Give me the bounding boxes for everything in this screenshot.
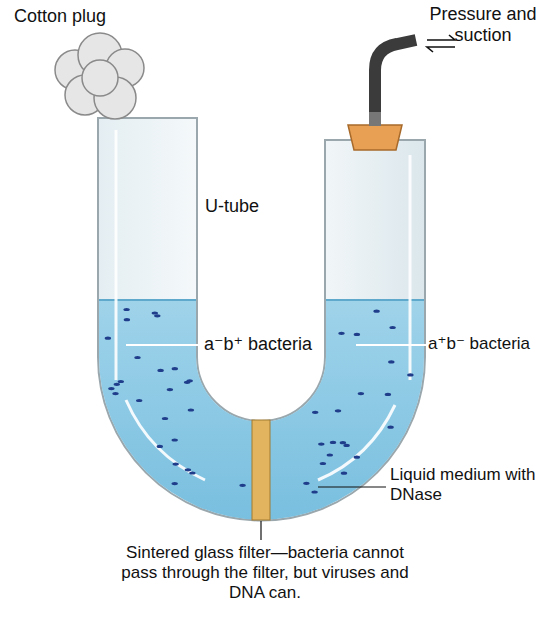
liquid-surface (99, 299, 196, 301)
bacterium (105, 337, 111, 340)
bacterium (154, 314, 160, 317)
bacterium (157, 445, 163, 448)
bacterium (340, 441, 346, 444)
bacterium (172, 482, 178, 485)
bacterium (320, 462, 326, 465)
pressure-suction-arrows (427, 35, 455, 52)
bacterium (335, 409, 341, 412)
part-label: Cotton plug (14, 6, 154, 27)
bacterium (134, 356, 140, 359)
bacterium (354, 333, 360, 336)
bacteria-dots (105, 308, 414, 494)
bacterium (330, 441, 336, 444)
bacterium (407, 373, 413, 376)
cotton-plug (55, 33, 144, 119)
caption-note: Sintered glass filter—bacteria cannot pa… (115, 543, 415, 603)
bacterium (189, 471, 195, 474)
sintered-glass-filter (252, 420, 270, 520)
leader-lines (126, 345, 427, 540)
bacterium (108, 387, 114, 390)
bacterium (172, 367, 178, 370)
bacterium (389, 326, 395, 329)
part-label: Pressure and suction (428, 4, 538, 46)
bacterium (385, 393, 391, 396)
bacterium (188, 408, 194, 411)
bacterium (318, 443, 324, 446)
hose (375, 40, 416, 125)
rubber-stopper (348, 125, 402, 150)
bacterium (157, 369, 163, 372)
bacterium (343, 444, 349, 447)
glass-tube (98, 118, 425, 521)
bacterium (387, 426, 393, 429)
bacterium (327, 453, 333, 456)
bacterium (311, 490, 317, 493)
bacterium (118, 380, 124, 383)
part-label: a⁻b⁺ bacteria (204, 334, 322, 355)
bacterium (173, 463, 179, 466)
glass-highlight (115, 130, 118, 380)
part-label: a⁺b⁻ bacteria (428, 334, 548, 354)
part-label: Liquid medium with DNase (390, 465, 540, 505)
bacterium (388, 360, 394, 363)
bacterium (123, 308, 129, 311)
glass-highlight (409, 155, 412, 380)
glass-highlight (318, 405, 395, 480)
liquid-medium (99, 300, 424, 520)
bacterium (124, 318, 130, 321)
bacterium (172, 438, 178, 441)
glass-highlight (126, 400, 205, 480)
bacterium (303, 482, 309, 485)
bacterium (112, 392, 118, 395)
bacterium (239, 484, 245, 487)
bacterium (152, 311, 158, 314)
bacterium (341, 472, 347, 475)
bacterium (185, 468, 191, 471)
bacterium (373, 310, 379, 313)
bacterium (162, 417, 168, 420)
bacterium (114, 383, 120, 386)
bacterium (136, 399, 142, 402)
bacterium (167, 388, 173, 391)
bacterium (312, 411, 318, 414)
part-label: U-tube (205, 196, 305, 217)
bacterium (354, 456, 360, 459)
bacterium (187, 379, 193, 382)
bacterium (338, 332, 344, 335)
bacterium (358, 392, 364, 395)
hose-fitting (369, 112, 381, 126)
